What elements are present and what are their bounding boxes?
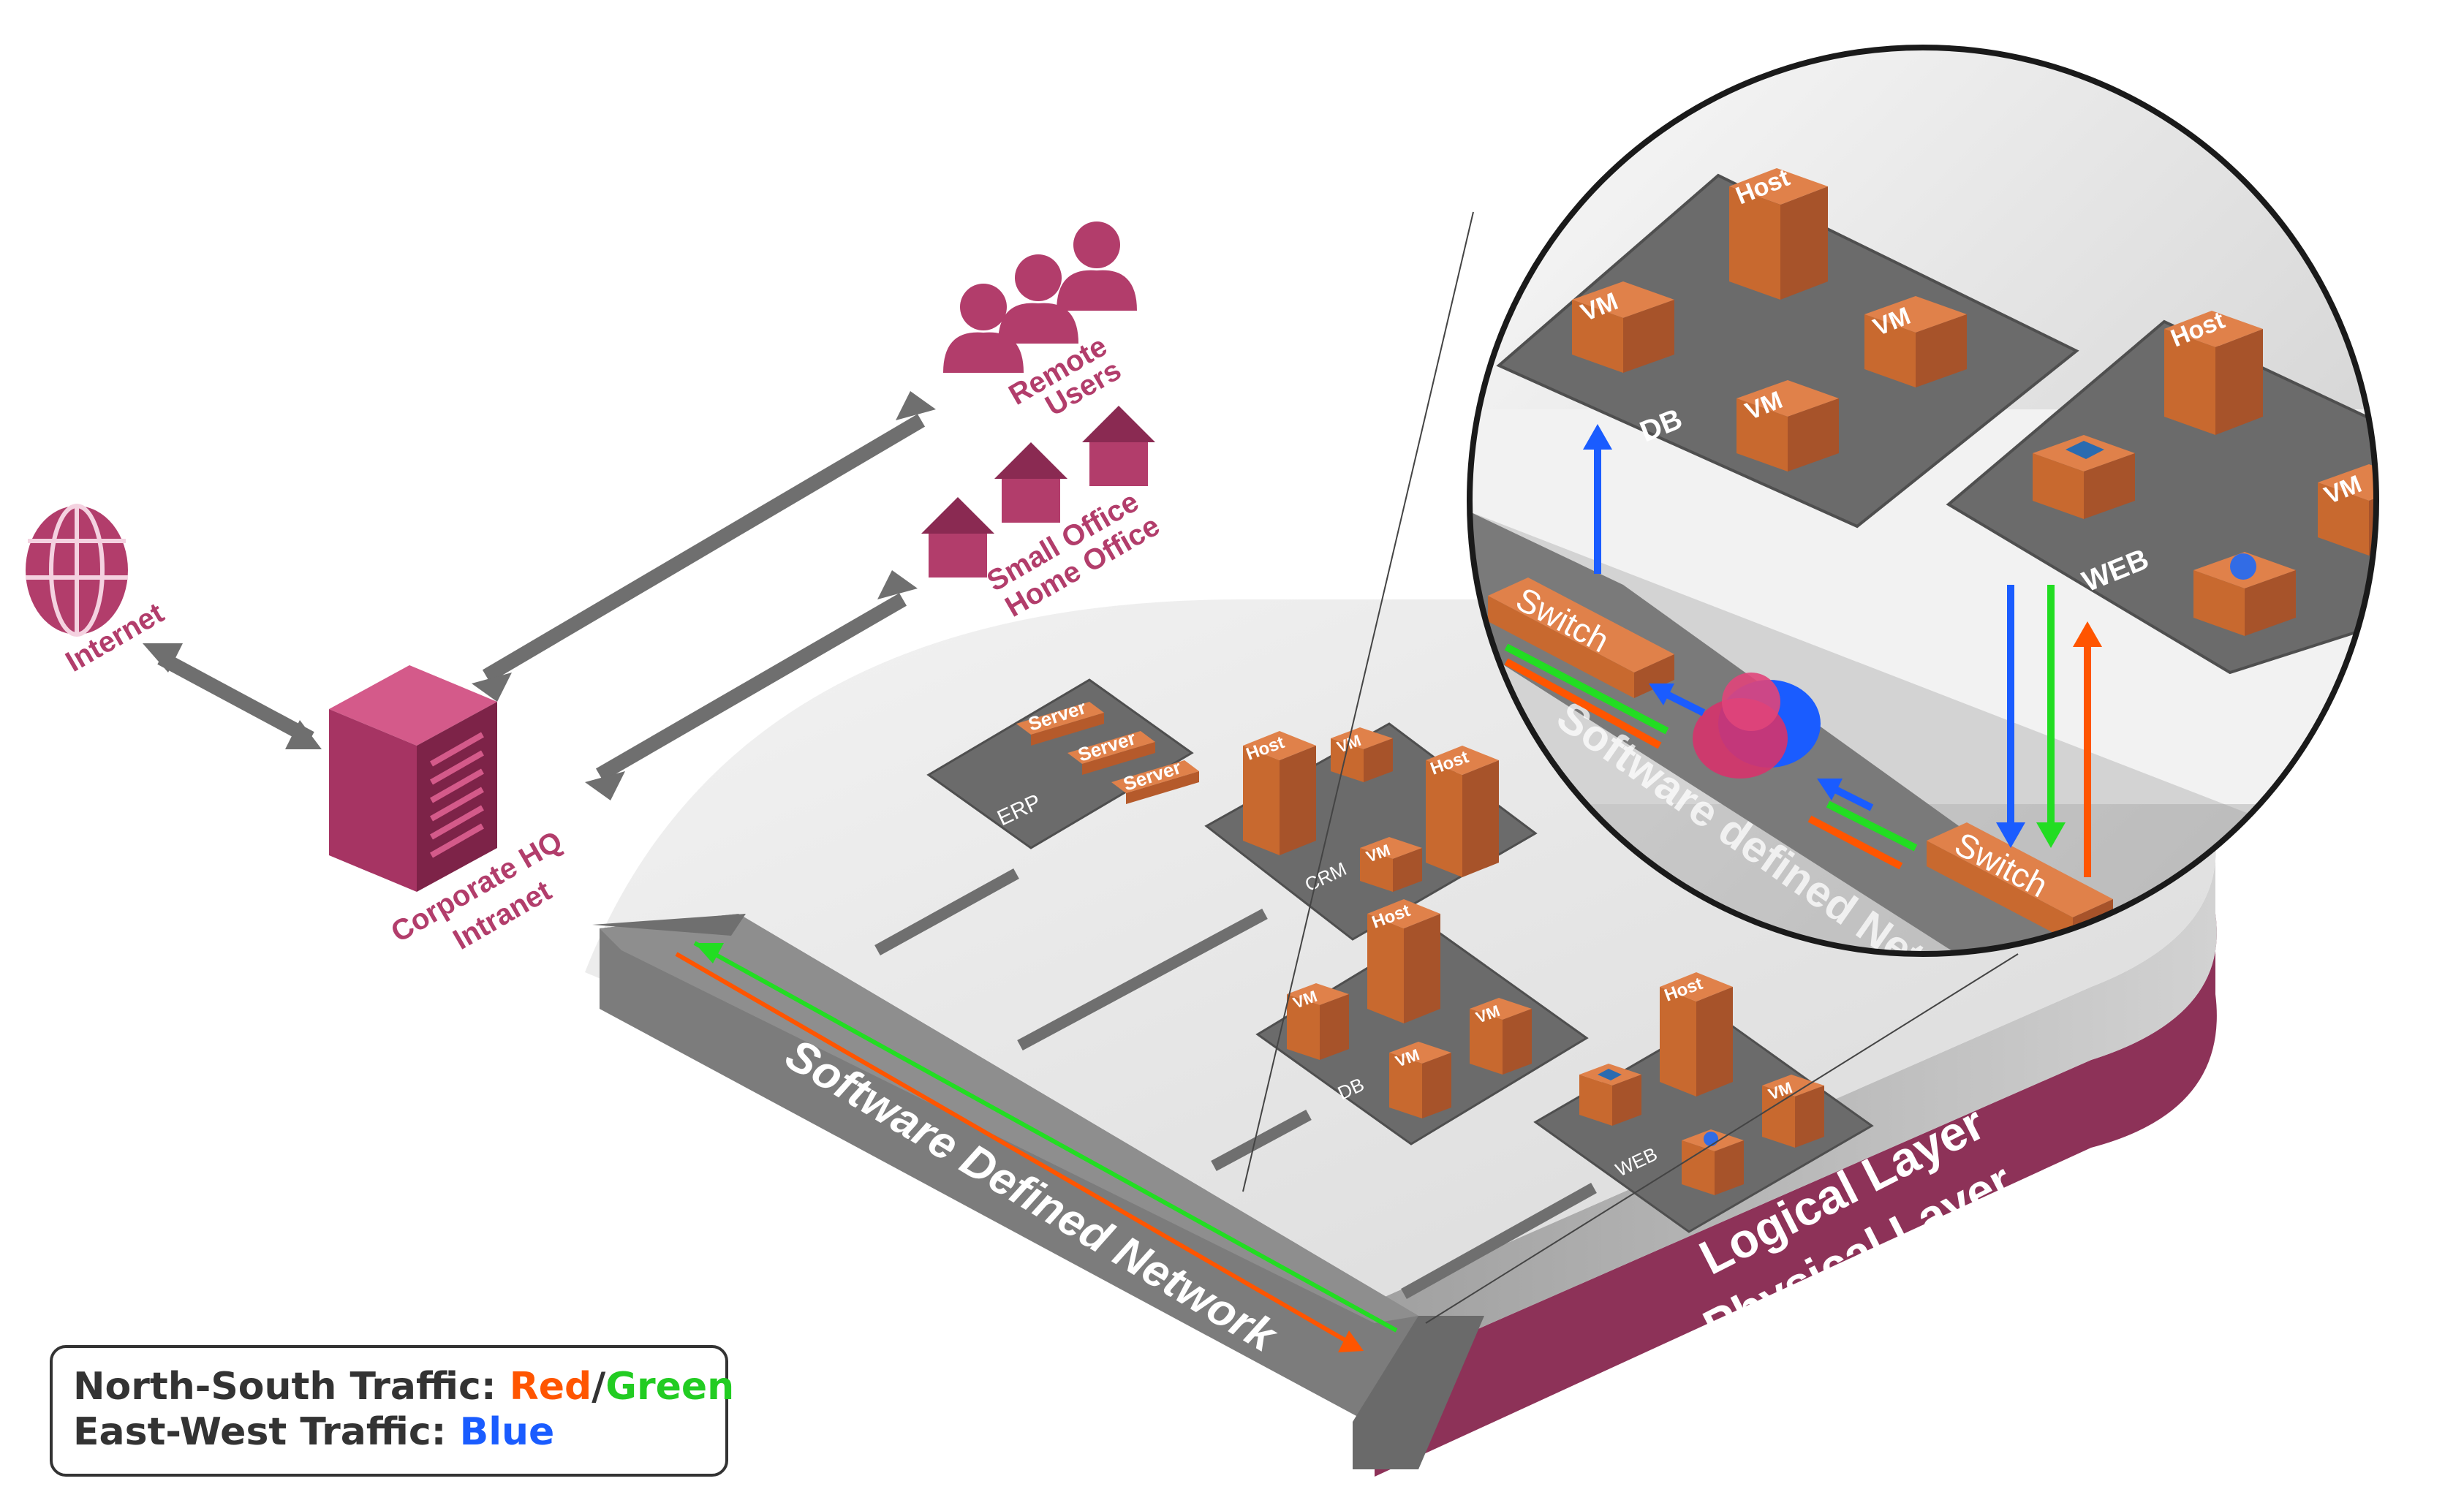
zoom-web-group: Host VM [1946,306,2376,675]
house-icon [921,497,994,577]
erp-group: Server Server Server ERP [926,678,1199,849]
legend-ns-slash: / [592,1365,606,1409]
server-box: Server [1016,696,1104,746]
traffic-legend: North-South Traffic: Red/Green East-West… [50,1345,734,1477]
container-box [1579,1064,1641,1126]
zoom-border [1467,45,2379,957]
container-box [2033,435,2135,519]
cube-icon [1598,1069,1622,1080]
house-icon [994,442,1067,523]
vm-box: VM [1736,380,1839,472]
physical-layer-edge [1375,914,2217,1477]
corporate-hq-node: Corporate HQ Intranet [329,665,568,956]
vm-box: VM [1389,1042,1451,1118]
host-tower: Host [1243,731,1316,855]
server-tower-icon [329,665,497,746]
zoom-leader [1242,211,1474,1192]
hq-soho-arrow [585,570,918,800]
sdn-red-arrowhead [1338,1330,1364,1352]
cloud-icon [1693,673,1821,779]
kubernetes-box [1682,1129,1744,1195]
vm-box: VM [1470,998,1532,1075]
vm-box: VM [1762,1075,1824,1148]
logical-layer-edge [1375,841,2217,1374]
legend-ew-prefix: East-West Traffic: [73,1410,460,1454]
user-icon [998,254,1078,344]
cube-icon [2066,441,2104,459]
kubernetes-icon [1704,1132,1718,1146]
host-tower: Host [1660,972,1733,1097]
zoom-traffic-arrows [1504,424,2102,877]
zoom-switch-left: Switch [1488,577,1674,698]
vm-box: VM [1864,296,1967,387]
user-icon [1057,221,1137,311]
hq-remote-arrow [472,391,936,702]
crm-group: Host VM Host VM CRM [1204,722,1538,941]
internet-hq-arrow [143,643,322,749]
zoom-view: Host VM VM VM [1467,45,2379,957]
host-tower: Host [1367,899,1440,1023]
web-group: Host VM WEB [1533,972,1874,1233]
db-group: Host VM VM VM DB [1255,899,1589,1145]
sdn-green-arrowhead [695,943,724,963]
sdn-arrowhead-left [592,914,746,936]
vm-box: VM [2318,464,2376,556]
sdn-green-line [693,941,1398,1333]
sdn-red-line [675,952,1361,1351]
vm-box: VM [1572,281,1674,373]
legend-ns-green: Green [605,1365,735,1409]
vm-box: VM [1331,727,1393,782]
host-tower: Host [1729,164,1828,300]
house-icon [1082,406,1155,486]
legend-north-south: North-South Traffic: Red/Green [73,1364,734,1409]
legend-ns-red: Red [509,1365,592,1409]
kubernetes-box [2193,552,2296,636]
legend-ns-prefix: North-South Traffic: [73,1365,510,1409]
legend-east-west: East-West Traffic: Blue [73,1409,705,1455]
vm-box: VM [1360,837,1422,892]
internet-node: Internet [26,504,170,678]
soho-node: Small Office Home Office [921,406,1165,624]
sdn-connector-arrows [874,868,1597,1299]
host-tower: Host [1426,746,1499,877]
kubernetes-icon [2230,553,2256,580]
vm-box: VM [1287,983,1349,1060]
host-tower: Host [2164,306,2263,435]
zoom-leader [1425,953,2019,1324]
remote-users-node: Remote Users [943,221,1137,423]
legend-ew-blue: Blue [459,1410,555,1454]
